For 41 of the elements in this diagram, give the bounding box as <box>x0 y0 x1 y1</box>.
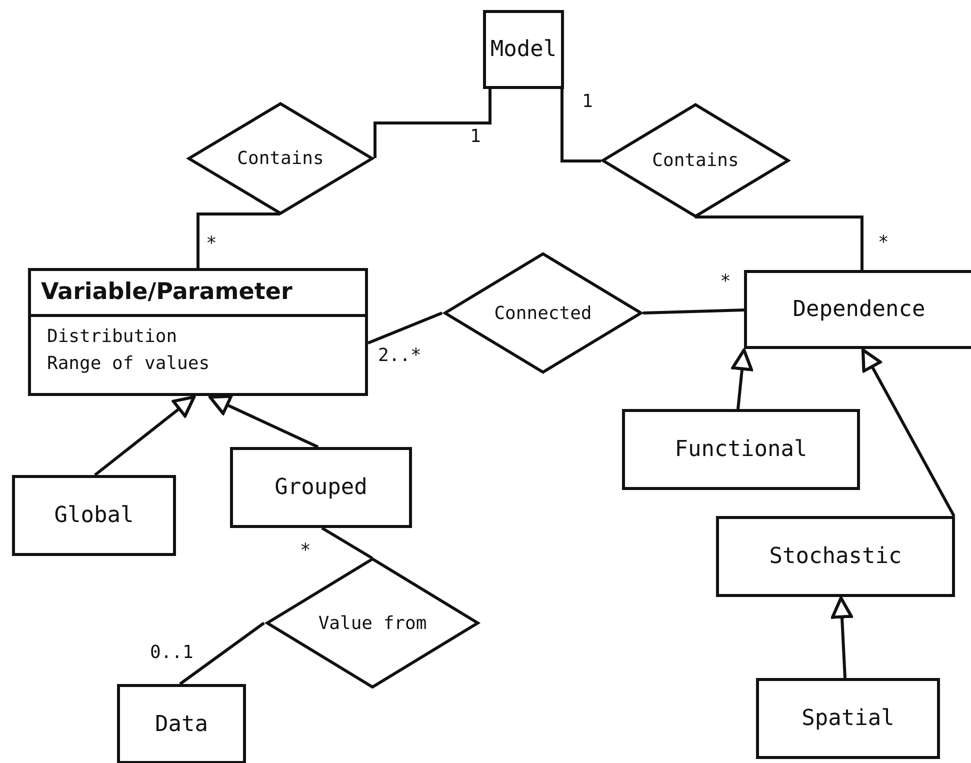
connector-line <box>321 526 373 560</box>
relationship-diamond <box>186 102 375 215</box>
connector-line <box>695 216 864 270</box>
generalization-arrow <box>94 395 196 476</box>
class-name: Spatial <box>802 706 894 731</box>
connector-line <box>374 89 492 158</box>
class-name: Model <box>490 37 557 62</box>
relationship-name: Contains <box>652 150 739 171</box>
generalization-arrow <box>208 394 319 448</box>
connector-line <box>196 212 280 268</box>
class-box <box>483 10 564 89</box>
class-box <box>756 678 940 759</box>
connector-line <box>642 308 744 314</box>
class-name: Dependence <box>792 297 926 322</box>
connector-line <box>560 89 601 162</box>
class-name: Grouped <box>274 475 368 500</box>
class-box <box>28 268 368 396</box>
class-box <box>230 447 412 528</box>
relationship-diamond <box>442 252 644 374</box>
connector-line <box>179 622 265 686</box>
class-box <box>716 516 955 597</box>
class-box <box>744 270 971 349</box>
attribute-text: Distribution <box>46 325 178 349</box>
generalization-arrow <box>861 348 956 517</box>
class-name: Functional <box>674 437 808 462</box>
class-box <box>12 475 176 556</box>
class-name: Variable/Parameter <box>31 271 365 317</box>
class-box <box>622 409 860 490</box>
generalization-arrow <box>830 596 853 678</box>
relationship-name: Connected <box>494 302 592 324</box>
attribute-text: Range of values <box>46 352 211 376</box>
generalization-arrow <box>731 348 754 410</box>
relationship-name: Value from <box>318 612 427 634</box>
class-name: Data <box>155 712 208 736</box>
connector-line <box>367 312 443 344</box>
class-name: Stochastic <box>769 544 902 569</box>
relationship-diamond <box>600 103 791 218</box>
relationship-diamond <box>264 557 481 689</box>
class-box <box>117 684 246 763</box>
class-name: Global <box>54 503 134 528</box>
relationship-name: Contains <box>237 148 324 169</box>
